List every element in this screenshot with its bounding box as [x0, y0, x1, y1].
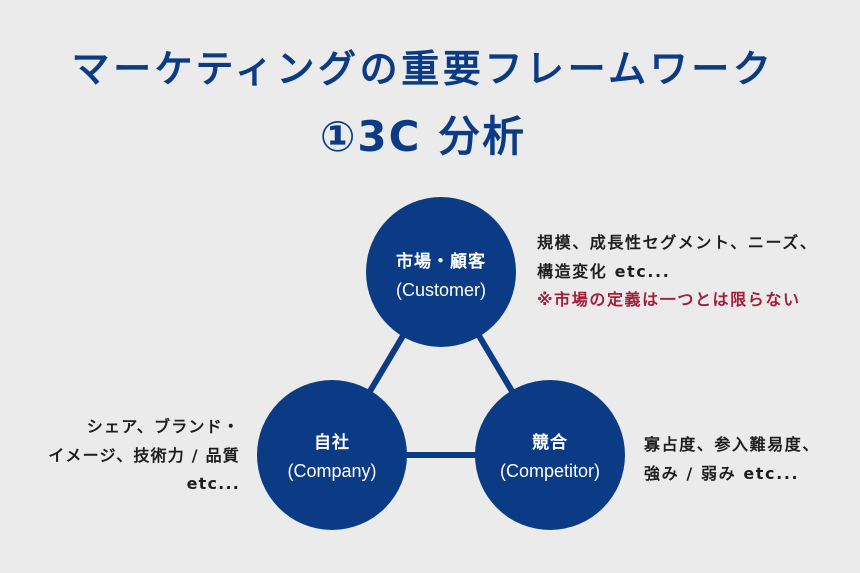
customer-note: 構造変化 etc... [537, 261, 671, 281]
company-note: etc... [186, 474, 240, 493]
node-customer [366, 197, 516, 347]
node-company-label-ja: 自社 [314, 433, 350, 453]
node-competitor-label-ja: 競合 [532, 433, 568, 453]
competitor-notes: 寡占度、参入難易度、 強み / 弱み etc... [644, 431, 820, 488]
customer-notes: 規模、成長性セグメント、ニーズ、 構造変化 etc... ※市場の定義は一つとは… [537, 229, 817, 315]
company-note: イメージ、技術力 / 品質 [48, 445, 240, 465]
company-notes: シェア、ブランド・ イメージ、技術力 / 品質 etc... [0, 413, 240, 499]
customer-note: 規模、成長性セグメント、ニーズ、 [537, 233, 818, 252]
node-competitor-label-en: (Competitor) [499, 461, 601, 481]
competitor-note: 寡占度、参入難易度、 [644, 435, 821, 454]
node-customer-label: 市場・顧客 (Customer) [361, 248, 521, 304]
page-subtitle: ①3C 分析 [319, 112, 527, 161]
node-company [257, 380, 407, 530]
node-customer-label-ja: 市場・顧客 [396, 252, 486, 272]
page-title: マーケティングの重要フレームワーク [71, 47, 775, 91]
customer-caveat: ※市場の定義は一つとは限らない [537, 290, 801, 309]
company-note: シェア、ブランド・ [86, 417, 240, 436]
node-competitor-label: 競合 (Competitor) [470, 429, 630, 485]
node-company-label: 自社 (Company) [252, 429, 412, 485]
node-competitor [475, 380, 625, 530]
node-company-label-en: (Company) [287, 461, 377, 481]
competitor-note: 強み / 弱み etc... [644, 463, 800, 483]
node-customer-label-en: (Customer) [395, 280, 486, 300]
